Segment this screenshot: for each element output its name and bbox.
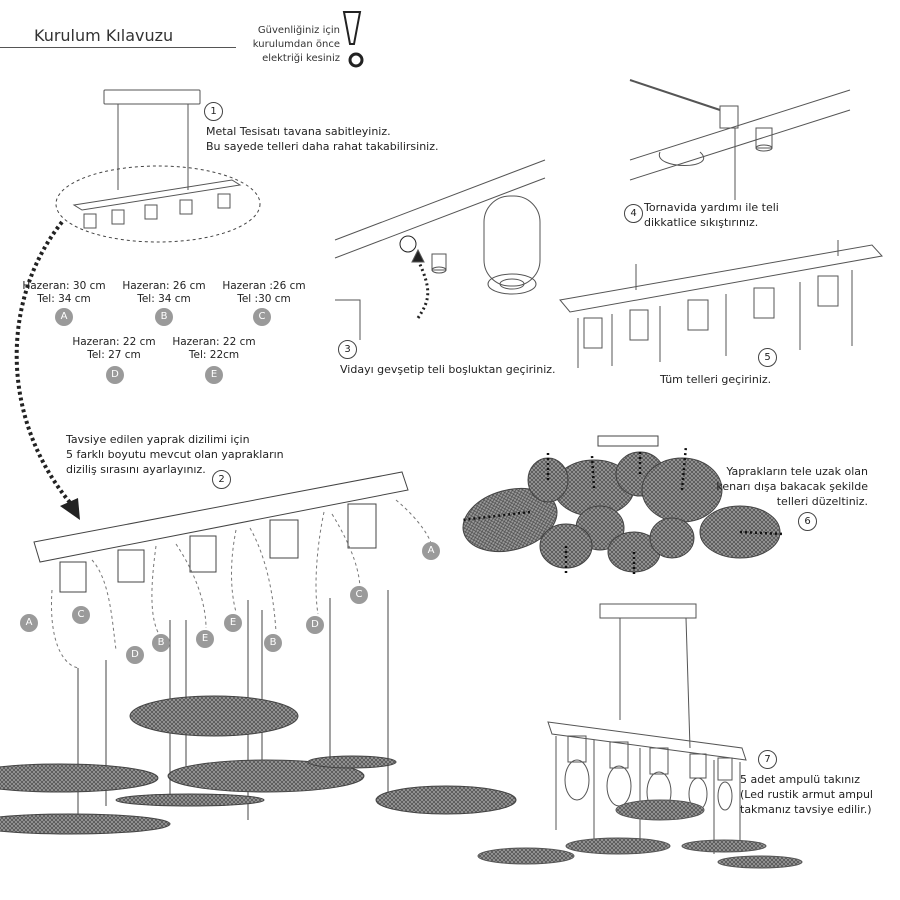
spec-line: Tel: 22cm bbox=[188, 349, 240, 361]
spec-line: Hazeran: 22 cm bbox=[72, 336, 156, 348]
step3-text: Vidayı gevşetip teli boşluktan geçiriniz… bbox=[340, 362, 580, 377]
cable-spec-a: Hazeran: 30 cm Tel: 34 cm bbox=[14, 280, 114, 306]
text-line: diziliş sırasını ayarlayınız. bbox=[66, 463, 206, 476]
step6-text: Yaprakların tele uzak olan kenarı dışa b… bbox=[700, 464, 868, 509]
diagram-badge: E bbox=[196, 630, 214, 648]
step-number-6: 6 bbox=[798, 512, 817, 531]
safety-warning: Güvenliğiniz için kurulumdan önce elektr… bbox=[248, 24, 340, 66]
text-line: kenarı dışa bakacak şekilde bbox=[716, 480, 868, 493]
text-line: dikkatlice sıkıştırınız. bbox=[644, 216, 759, 229]
step-number-3: 3 bbox=[338, 340, 357, 359]
step6-leaf-cluster bbox=[461, 435, 785, 576]
diagram-badge: B bbox=[264, 634, 282, 652]
step-number-1: 1 bbox=[204, 102, 223, 121]
spec-line: Hazeran :26 cm bbox=[222, 280, 306, 292]
step2-illustration bbox=[0, 471, 517, 835]
warning-line: kurulumdan önce bbox=[252, 39, 340, 50]
guide-arrow bbox=[14, 220, 80, 520]
step5-illustration bbox=[559, 240, 883, 368]
text-line: (Led rustik armut ampul bbox=[740, 788, 873, 801]
text-line: Yaprakların tele uzak olan bbox=[726, 465, 868, 478]
cable-spec-c: Hazeran :26 cm Tel :30 cm bbox=[214, 280, 314, 306]
spec-line: Tel: 27 cm bbox=[87, 349, 141, 361]
title-underline bbox=[0, 47, 236, 48]
page-title: Kurulum Kılavuzu bbox=[34, 26, 174, 45]
step-number-7: 7 bbox=[758, 750, 777, 769]
cable-spec-e: Hazeran: 22 cm Tel: 22cm bbox=[164, 336, 264, 362]
step-number-5: 5 bbox=[758, 348, 777, 367]
text-line: Vidayı gevşetip teli boşluktan geçiriniz… bbox=[340, 363, 556, 376]
step7-illustration bbox=[477, 603, 803, 869]
cable-badge-d: D bbox=[106, 366, 124, 384]
step2-text: Tavsiye edilen yaprak dizilimi için 5 fa… bbox=[66, 432, 326, 477]
spec-line: Tel :30 cm bbox=[237, 293, 291, 305]
pointing-hand-icon bbox=[348, 52, 364, 68]
spec-line: Hazeran: 22 cm bbox=[172, 336, 256, 348]
warning-line: Güvenliğiniz için bbox=[257, 25, 340, 36]
text-line: Metal Tesisatı tavana sabitleyiniz. bbox=[206, 125, 391, 138]
spec-line: Tel: 34 cm bbox=[137, 293, 191, 305]
warning-line: elektriği kesiniz bbox=[262, 53, 340, 64]
text-line: 5 adet ampulü takınız bbox=[740, 773, 861, 786]
diagram-badge: A bbox=[20, 614, 38, 632]
step1-illustration bbox=[55, 89, 261, 243]
step4-text: Tornavida yardımı ile teli dikkatlice sı… bbox=[644, 200, 844, 230]
step7-text: 5 adet ampulü takınız (Led rustik armut … bbox=[740, 772, 880, 817]
cable-spec-b: Hazeran: 26 cm Tel: 34 cm bbox=[114, 280, 214, 306]
step-number-2: 2 bbox=[212, 470, 231, 489]
cable-badge-b: B bbox=[155, 308, 173, 326]
text-line: Bu sayede telleri daha rahat takabilirsi… bbox=[206, 140, 439, 153]
cable-badge-c: C bbox=[253, 308, 271, 326]
text-line: 5 farklı boyutu mevcut olan yaprakların bbox=[66, 448, 284, 461]
spec-line: Tel: 34 cm bbox=[37, 293, 91, 305]
diagram-badge: B bbox=[152, 634, 170, 652]
text-line: Tüm telleri geçiriniz. bbox=[660, 373, 772, 386]
diagram-badge: C bbox=[350, 586, 368, 604]
diagram-badge: E bbox=[224, 614, 242, 632]
diagram-badge: D bbox=[126, 646, 144, 664]
diagram-badge: C bbox=[72, 606, 90, 624]
diagram-badge: A bbox=[422, 542, 440, 560]
text-line: telleri düzeltiniz. bbox=[776, 495, 868, 508]
step1-text: Metal Tesisatı tavana sabitleyiniz. Bu s… bbox=[206, 124, 486, 154]
text-line: takmanız tavsiye edilir.) bbox=[740, 803, 872, 816]
cable-spec-d: Hazeran: 22 cm Tel: 27 cm bbox=[64, 336, 164, 362]
text-line: Tavsiye edilen yaprak dizilimi için bbox=[66, 433, 250, 446]
exclamation-icon bbox=[342, 11, 362, 45]
step3-illustration bbox=[334, 159, 546, 340]
step4-illustration bbox=[629, 79, 851, 200]
step5-text: Tüm telleri geçiriniz. bbox=[660, 372, 800, 387]
spec-line: Hazeran: 30 cm bbox=[22, 280, 106, 292]
cable-badge-a: A bbox=[55, 308, 73, 326]
cable-badge-e: E bbox=[205, 366, 223, 384]
step-number-4: 4 bbox=[624, 204, 643, 223]
spec-line: Hazeran: 26 cm bbox=[122, 280, 206, 292]
diagram-badge: D bbox=[306, 616, 324, 634]
text-line: Tornavida yardımı ile teli bbox=[644, 201, 779, 214]
